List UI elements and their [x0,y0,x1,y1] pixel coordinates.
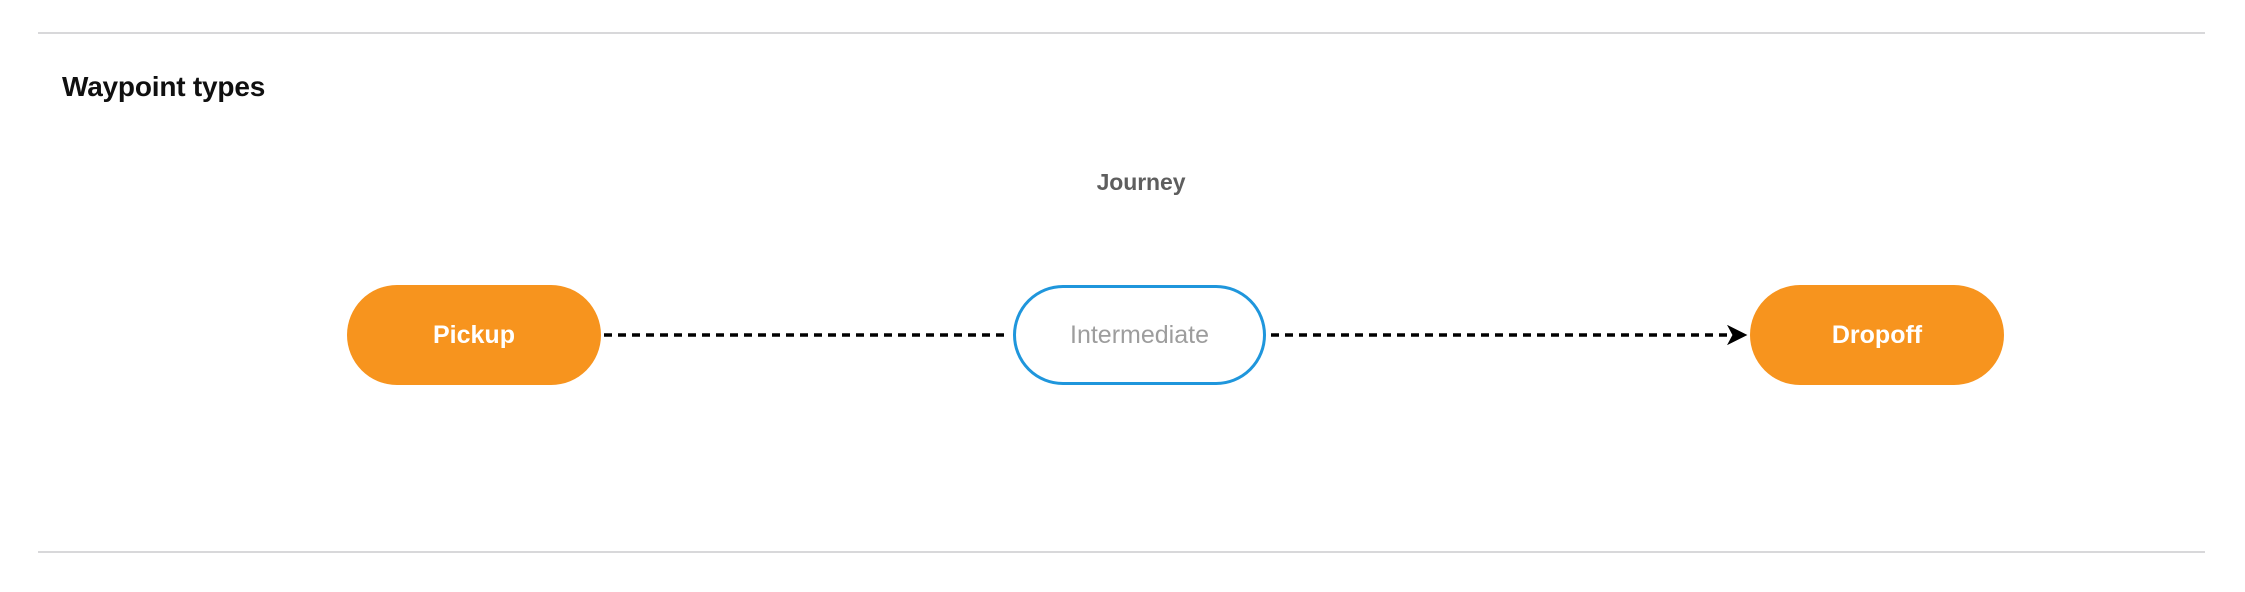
waypoint-node-intermediate[interactable]: Intermediate [1013,285,1266,385]
section-divider-top [38,32,2205,34]
journey-group-label: Journey [1096,169,1186,195]
waypoint-node-dropoff[interactable]: Dropoff [1750,285,2004,385]
waypoint-node-pickup[interactable]: Pickup [347,285,601,385]
waypoint-node-pickup-label: Pickup [433,321,515,349]
section-divider-bottom [38,551,2205,553]
page-title: Waypoint types [62,71,266,102]
waypoint-node-intermediate-label: Intermediate [1070,321,1209,349]
waypoint-node-dropoff-label: Dropoff [1831,321,1923,349]
